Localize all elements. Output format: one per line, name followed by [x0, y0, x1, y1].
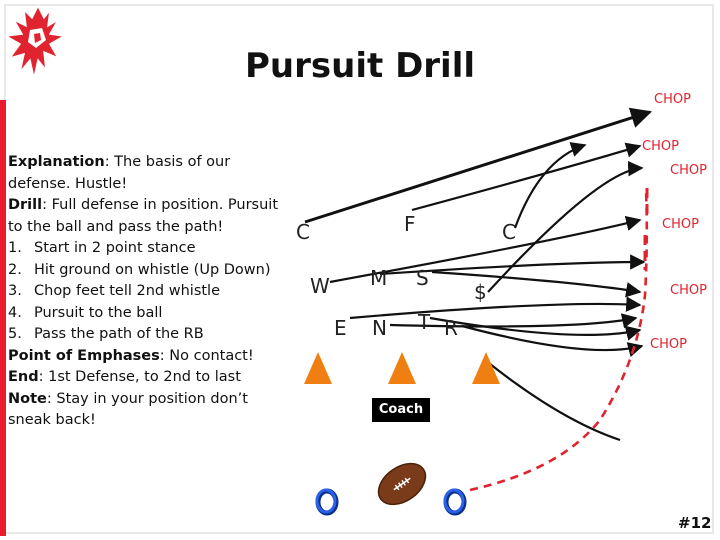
end-line: End: 1st Defense, to 2nd to last	[8, 367, 288, 389]
step-item: 1. Start in 2 point stance	[8, 238, 288, 260]
position-dollar: $	[474, 280, 487, 304]
chop-label: CHOP	[642, 139, 679, 154]
pursuit-route	[349, 296, 642, 320]
falcon-logo-icon	[3, 4, 67, 79]
drill-line: Drill: Full defense in position. Pursuit	[8, 195, 288, 217]
step-number: 3.	[8, 283, 22, 299]
cone-icon	[304, 352, 332, 384]
emphasis-text: : No contact!	[159, 347, 254, 364]
position-r: R	[444, 316, 458, 340]
step-number: 1.	[8, 240, 22, 256]
step-number: 2.	[8, 261, 22, 278]
explanation-label: Explanation	[8, 154, 105, 170]
position-s: S	[416, 266, 429, 290]
pursuit-route	[487, 160, 644, 293]
cone-icon	[388, 352, 416, 384]
chop-label: CHOP	[670, 163, 707, 178]
step-text: Chop feet tell 2nd whistle	[34, 283, 221, 299]
step-item: 3. Chop feet tell 2nd whistle	[8, 281, 288, 303]
football-icon	[377, 462, 427, 506]
cone-icon	[472, 352, 500, 384]
position-e: E	[334, 316, 347, 340]
note-line: Note: Stay in your position don’t	[8, 389, 288, 411]
pursuit-route	[461, 324, 644, 358]
offense-player-icon	[315, 488, 339, 516]
slide-number: #12	[678, 514, 712, 532]
drill-text: : Full defense in position. Pursuit	[42, 197, 279, 213]
running-back-path	[469, 189, 649, 492]
position-f: F	[404, 212, 416, 236]
step-text: Start in 2 point stance	[34, 240, 196, 256]
position-c-left: C	[296, 220, 310, 244]
note-text: : Stay in your position don’t	[46, 390, 248, 407]
chop-label: CHOP	[654, 92, 691, 107]
end-text: : 1st Defense, to 2nd to last	[38, 369, 241, 385]
explanation-text: : The basis of our	[104, 154, 231, 170]
position-w: W	[310, 274, 330, 298]
explanation-line2: defense. Hustle!	[8, 175, 128, 192]
pursuit-route	[389, 313, 638, 329]
pursuit-route	[431, 270, 642, 298]
drill-label: Drill	[8, 197, 43, 213]
emphasis-line: Point of Emphases: No contact!	[8, 346, 288, 368]
coach-label: Coach	[372, 398, 430, 422]
step-item: 5. Pass the path of the RB	[8, 324, 288, 346]
chop-label: CHOP	[662, 217, 699, 232]
red-accent-bar	[0, 100, 6, 536]
step-text: Pass the path of the RB	[34, 326, 204, 342]
drill-line2: to the ball and pass the path!	[8, 218, 224, 235]
step-item: 4. Pursuit to the ball	[8, 303, 288, 325]
explanation-line: Explanation: The basis of our	[8, 152, 288, 174]
note-line2: sneak back!	[8, 412, 96, 428]
pursuit-route	[484, 359, 621, 442]
position-t: T	[418, 310, 431, 334]
explanation-block: Explanation: The basis of our defense. H…	[8, 152, 288, 432]
position-c-right: C	[502, 220, 516, 244]
pursuit-route	[379, 254, 646, 276]
step-number: 4.	[8, 304, 22, 321]
step-number: 5.	[8, 326, 22, 342]
pursuit-route	[513, 142, 587, 229]
step-text: Hit ground on whistle (Up Down)	[34, 261, 271, 278]
offense-player-icon	[443, 488, 467, 516]
pursuit-route	[329, 215, 642, 284]
emphasis-label: Point of Emphases	[8, 347, 160, 364]
pursuit-route	[304, 107, 653, 224]
step-text: Pursuit to the ball	[34, 304, 163, 321]
chop-label: CHOP	[670, 283, 707, 298]
slide-title: Pursuit Drill	[244, 46, 476, 86]
position-n: N	[372, 316, 387, 340]
step-item: 2. Hit ground on whistle (Up Down)	[8, 260, 288, 282]
position-m: M	[370, 266, 388, 290]
pursuit-route	[429, 316, 642, 341]
end-label: End	[8, 369, 39, 385]
note-label: Note	[8, 390, 47, 407]
chop-label: CHOP	[650, 337, 687, 352]
